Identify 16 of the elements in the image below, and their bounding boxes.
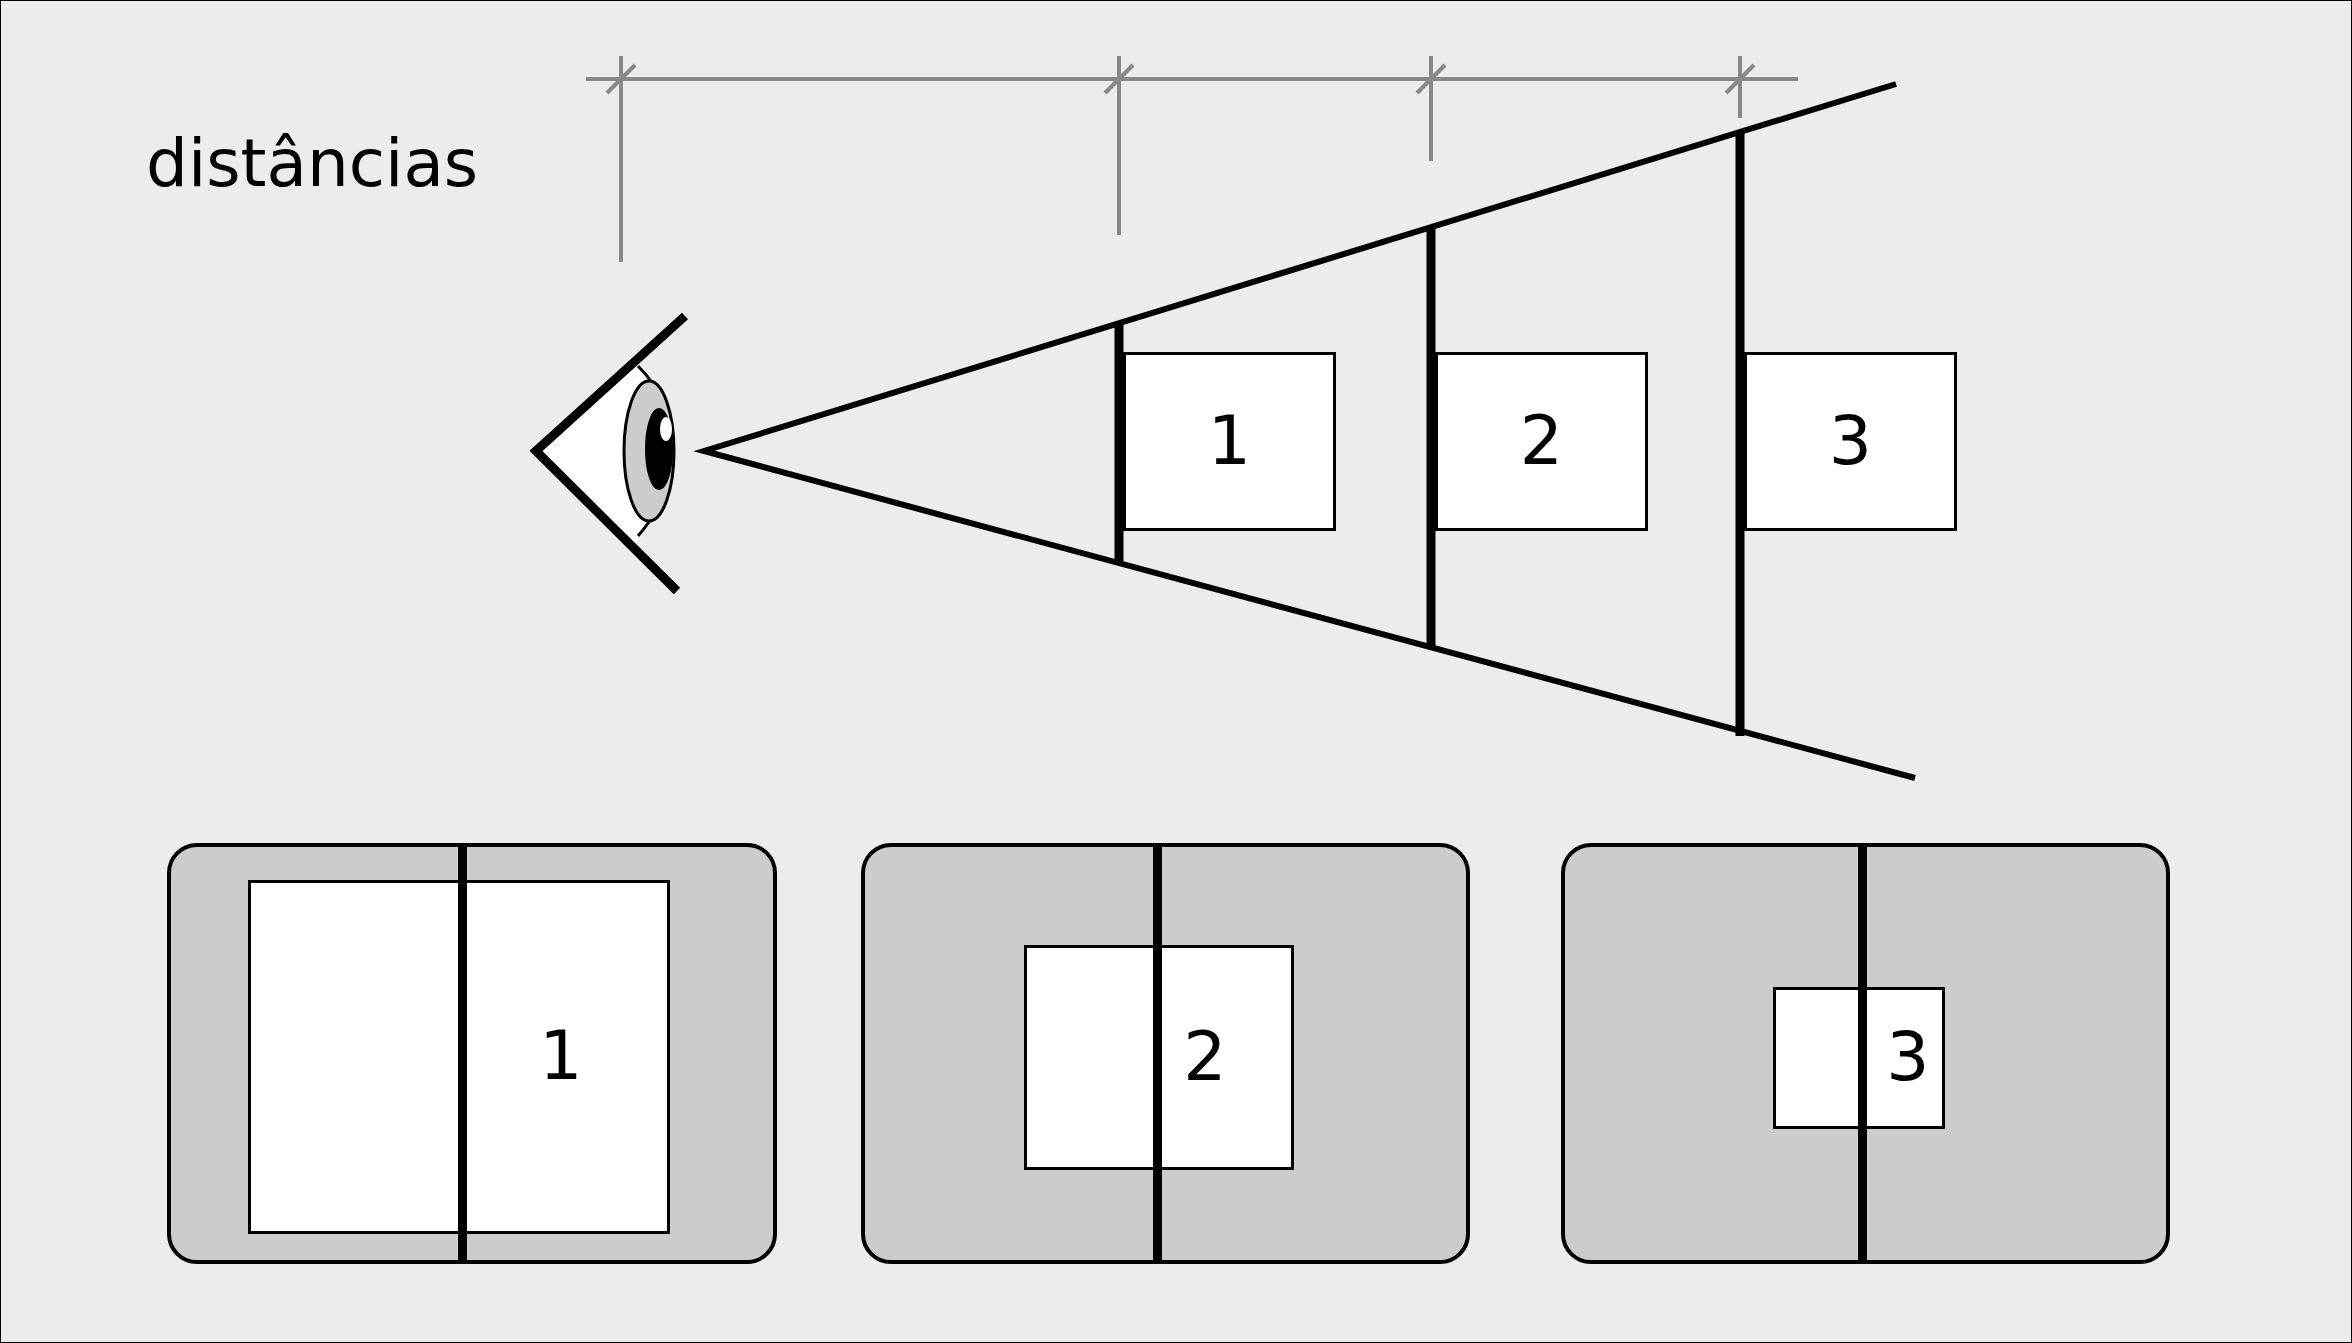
number-label: 2 (1183, 1022, 1227, 1091)
number-label: 3 (1828, 406, 1873, 475)
view-panel (1561, 843, 2170, 1264)
view-panel (861, 843, 1470, 1264)
picture-frame (1773, 987, 1945, 1129)
picture-frame (1123, 352, 1336, 531)
number-label: 1 (539, 1022, 583, 1090)
view-panel (167, 843, 777, 1264)
picture-frame (248, 880, 670, 1234)
picture-frame (1744, 352, 1957, 531)
number-label: 1 (1207, 406, 1252, 475)
picture-frame (1435, 352, 1648, 531)
picture-frame (1024, 945, 1294, 1170)
number-label: 3 (1886, 1023, 1930, 1091)
number-label: 2 (1519, 406, 1564, 475)
heading-label: distâncias (146, 131, 479, 197)
